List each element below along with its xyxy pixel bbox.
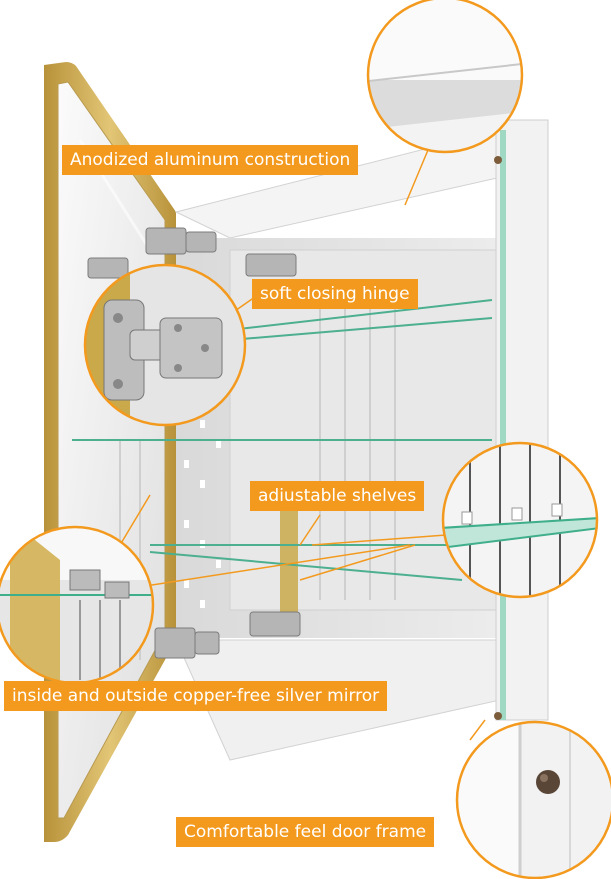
detail-frame-magnifier (455, 720, 611, 879)
cabinet-hinges (87, 227, 301, 659)
mirror-door (44, 62, 176, 842)
callout-construction: Anodized aluminum construction (62, 145, 359, 175)
callout-hinge: soft closing hinge (252, 279, 418, 309)
callout-frame: Comfortable feel door frame (176, 817, 435, 847)
detail-shelves-magnifier (441, 441, 599, 599)
callout-mirror: inside and outside copper-free silver mi… (4, 681, 388, 711)
detail-mirror-magnifier (0, 525, 155, 685)
callout-shelves: adiustable shelves (250, 481, 425, 511)
detail-hinge-magnifier (83, 263, 247, 427)
